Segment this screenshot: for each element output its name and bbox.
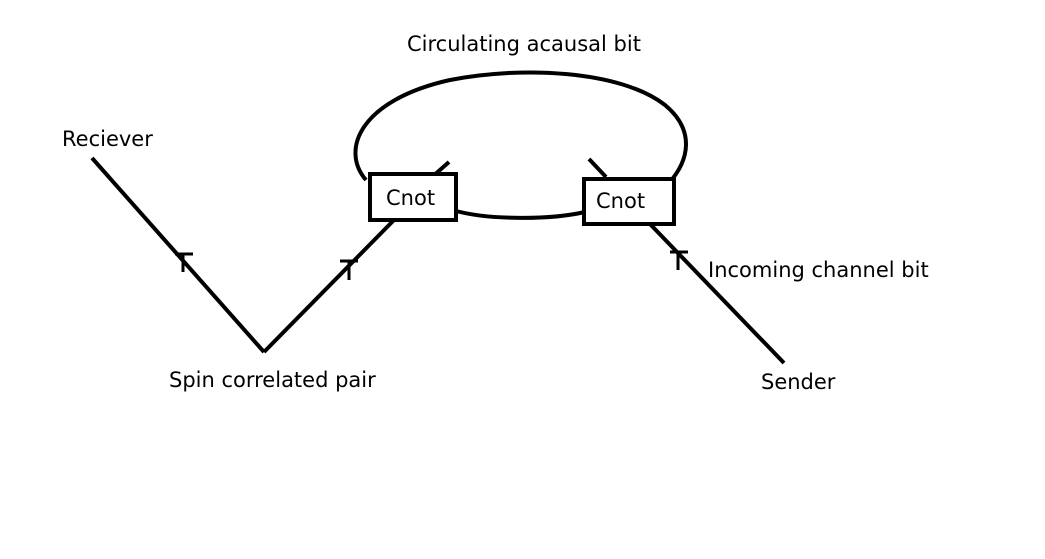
acausal-loop-lower bbox=[455, 209, 586, 220]
sender-line bbox=[648, 222, 786, 365]
sender-label: Sender bbox=[761, 370, 836, 394]
arrow-mark-pair bbox=[340, 259, 358, 280]
right-cnot-gate bbox=[582, 177, 676, 226]
incoming-channel-label: Incoming channel bit bbox=[708, 258, 929, 282]
loop-title-label: Circulating acausal bit bbox=[407, 32, 641, 56]
arrow-mark-receiver bbox=[175, 252, 193, 272]
receiver-label: Reciever bbox=[62, 127, 153, 151]
right-gate-control-tick bbox=[587, 157, 608, 179]
pair-to-gate-line bbox=[262, 218, 396, 354]
left-cnot-gate bbox=[368, 172, 458, 222]
pair-label: Spin correlated pair bbox=[169, 368, 376, 392]
acausal-loop-upper bbox=[353, 70, 688, 186]
right-cnot-label: Cnot bbox=[596, 189, 646, 213]
left-cnot-label: Cnot bbox=[386, 186, 436, 210]
arrow-mark-sender bbox=[670, 250, 688, 270]
